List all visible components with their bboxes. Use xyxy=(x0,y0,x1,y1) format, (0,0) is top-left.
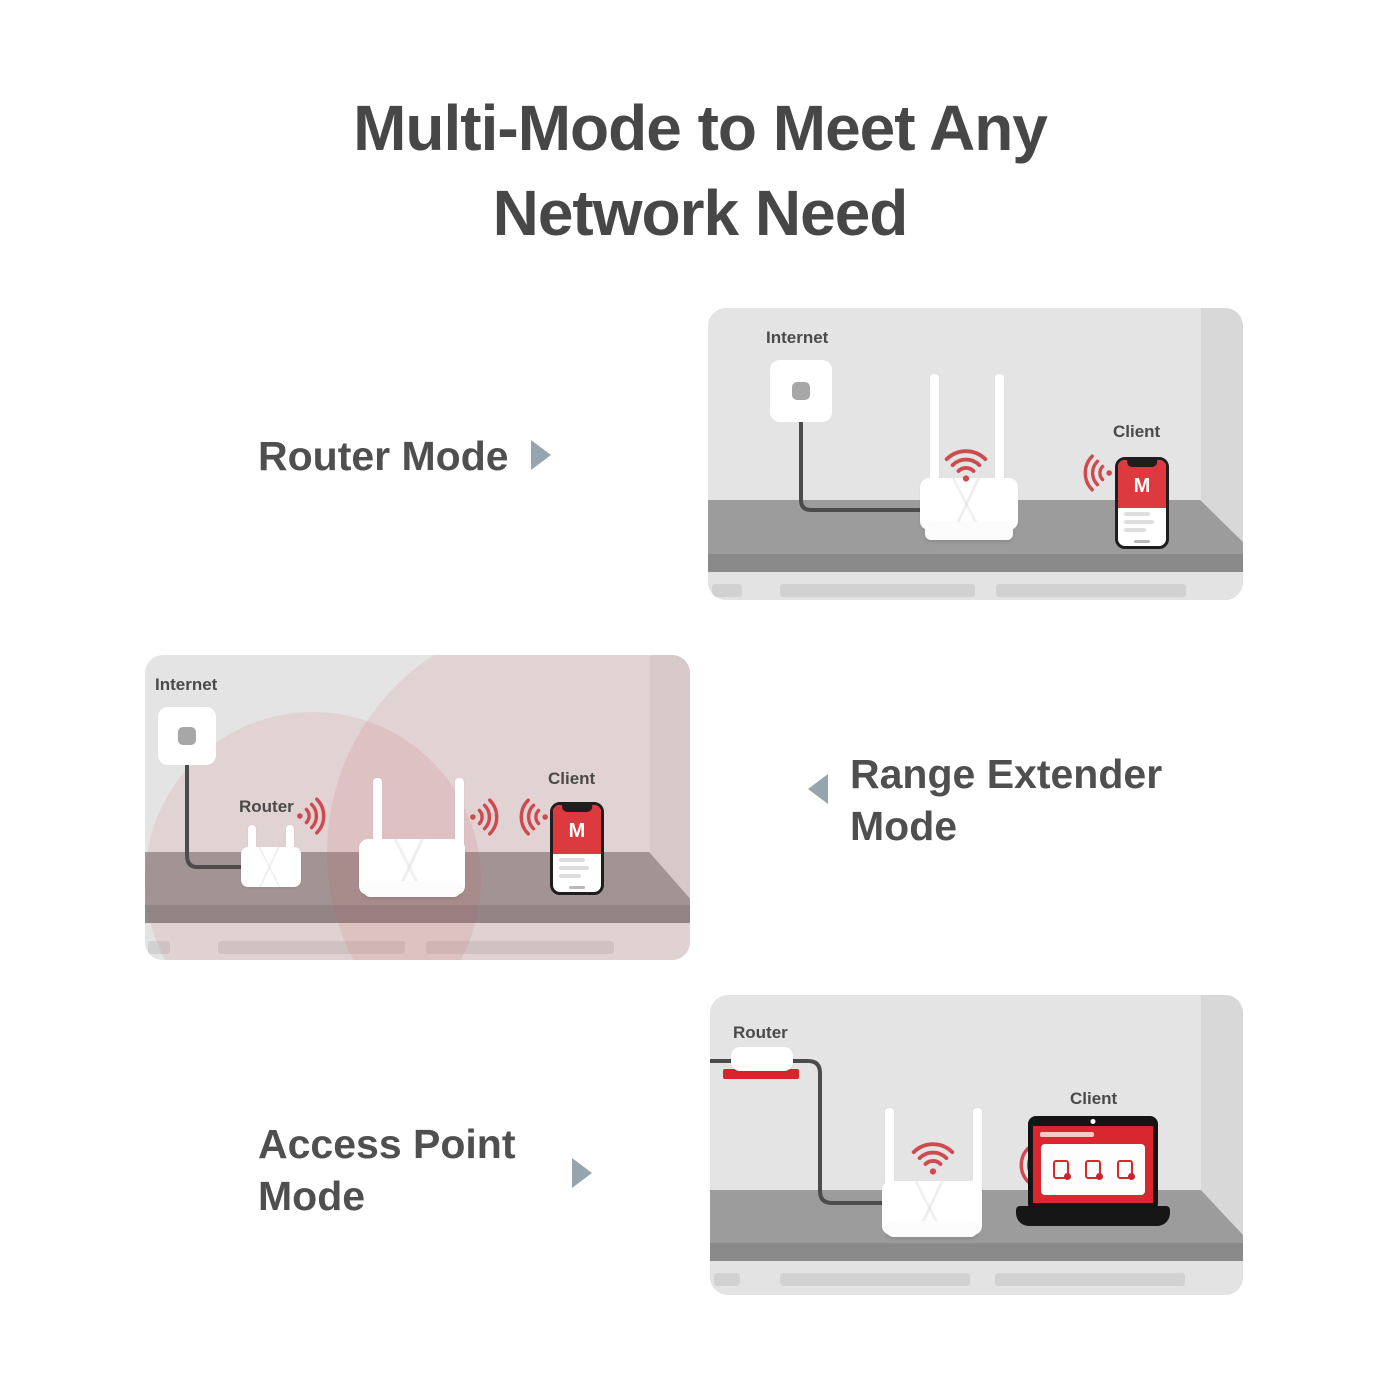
extender-device-base xyxy=(364,881,460,897)
phone-text-line xyxy=(559,858,585,862)
laptop-screen-titlebar xyxy=(1040,1132,1094,1137)
page-title-line1: Multi-Mode to Meet Any xyxy=(353,92,1048,164)
laptop-screen-content xyxy=(1033,1126,1153,1203)
wifi-transmit-icon xyxy=(470,798,499,836)
scene-access-point-mode: Router Client xyxy=(710,995,1243,1295)
wifi-transmit-icon xyxy=(297,797,326,835)
cabinet-foot xyxy=(148,941,170,954)
laptop-base xyxy=(1016,1206,1170,1226)
wifi-signal-icon xyxy=(944,449,988,482)
page-title-line2: Network Need xyxy=(492,177,909,250)
phone-logo: M xyxy=(1133,475,1151,498)
client-label: Client xyxy=(1113,422,1161,441)
phone-screen: M xyxy=(553,805,601,854)
laptop-screen-panel xyxy=(1041,1144,1145,1195)
client-phone: M xyxy=(550,802,604,895)
laptop-screen xyxy=(1028,1116,1158,1208)
router-antenna xyxy=(248,825,256,851)
extender-antenna xyxy=(373,778,382,863)
router-label: Router xyxy=(733,1023,788,1042)
phone-screen: M xyxy=(1118,460,1166,509)
cabinet-foot xyxy=(218,941,405,954)
wifi-receive-icon xyxy=(1083,454,1112,492)
phone-text-line xyxy=(559,866,589,870)
router-device-body xyxy=(241,847,301,887)
router-shelf xyxy=(723,1069,799,1079)
upstream-router-box xyxy=(731,1047,793,1071)
phone-text-line xyxy=(1124,512,1150,516)
table-edge xyxy=(708,554,1243,572)
ethernet-cable xyxy=(185,745,243,869)
client-label: Client xyxy=(1070,1089,1118,1108)
mode-label-range-extender: Range Extender Mode xyxy=(808,748,1190,853)
cabinet-foot xyxy=(780,584,975,597)
phone-logo: M xyxy=(568,820,586,843)
wifi-signal-icon xyxy=(911,1142,955,1175)
phone-text-line xyxy=(559,874,581,878)
phone-text-line xyxy=(1124,528,1146,532)
phone-home-bar xyxy=(569,886,585,889)
ethernet-cable xyxy=(710,1059,890,1205)
table-edge xyxy=(710,1243,1243,1261)
laptop-camera-dot xyxy=(1090,1119,1096,1124)
arrow-right-icon xyxy=(572,1158,592,1188)
mode-label-access-point-text: Access Point Mode xyxy=(258,1121,516,1220)
access-point-antenna xyxy=(973,1108,982,1198)
wifi-receive-icon xyxy=(519,798,548,836)
router-device-body xyxy=(920,478,1018,530)
scene-range-extender-mode: Internet Router xyxy=(145,655,690,960)
outlet-port xyxy=(178,727,196,745)
arrow-left-icon xyxy=(808,774,828,804)
router-device-base xyxy=(925,522,1013,540)
cabinet-foot xyxy=(714,1273,740,1286)
table-edge xyxy=(145,905,690,923)
mode-label-router-text: Router Mode xyxy=(258,433,509,479)
phone-notch xyxy=(562,805,592,812)
phone-home-bar xyxy=(1134,540,1150,543)
cabinet-foot xyxy=(712,584,742,597)
router-antenna xyxy=(930,374,939,480)
router-antenna xyxy=(286,825,294,851)
cabinet-foot xyxy=(426,941,614,954)
extender-antenna xyxy=(455,778,464,863)
client-label: Client xyxy=(548,769,596,788)
client-device-icon xyxy=(1117,1160,1135,1180)
client-phone: M xyxy=(1115,457,1169,549)
internet-label: Internet xyxy=(766,328,829,347)
access-point-device-base xyxy=(887,1221,977,1237)
router-label: Router xyxy=(239,797,294,816)
phone-notch xyxy=(1127,460,1157,467)
cabinet-foot xyxy=(995,1273,1185,1286)
mode-label-access-point: Access Point Mode xyxy=(258,1118,592,1223)
scene-router-mode: Internet Client M xyxy=(708,308,1243,600)
phone-text-line xyxy=(1124,520,1154,524)
mode-label-router: Router Mode xyxy=(258,430,551,482)
cabinet-foot xyxy=(996,584,1186,597)
outlet-port xyxy=(792,382,810,400)
access-point-antenna xyxy=(885,1108,894,1198)
client-device-icon xyxy=(1053,1160,1071,1180)
internet-label: Internet xyxy=(155,675,218,694)
page-title: Multi-Mode to Meet Any Network Need xyxy=(0,86,1400,256)
router-antenna xyxy=(995,374,1004,480)
cabinet-foot xyxy=(780,1273,970,1286)
arrow-right-icon xyxy=(530,440,551,470)
ethernet-cable xyxy=(799,400,922,512)
mode-label-range-extender-text: Range Extender Mode xyxy=(850,751,1163,850)
client-device-icon xyxy=(1085,1160,1103,1180)
